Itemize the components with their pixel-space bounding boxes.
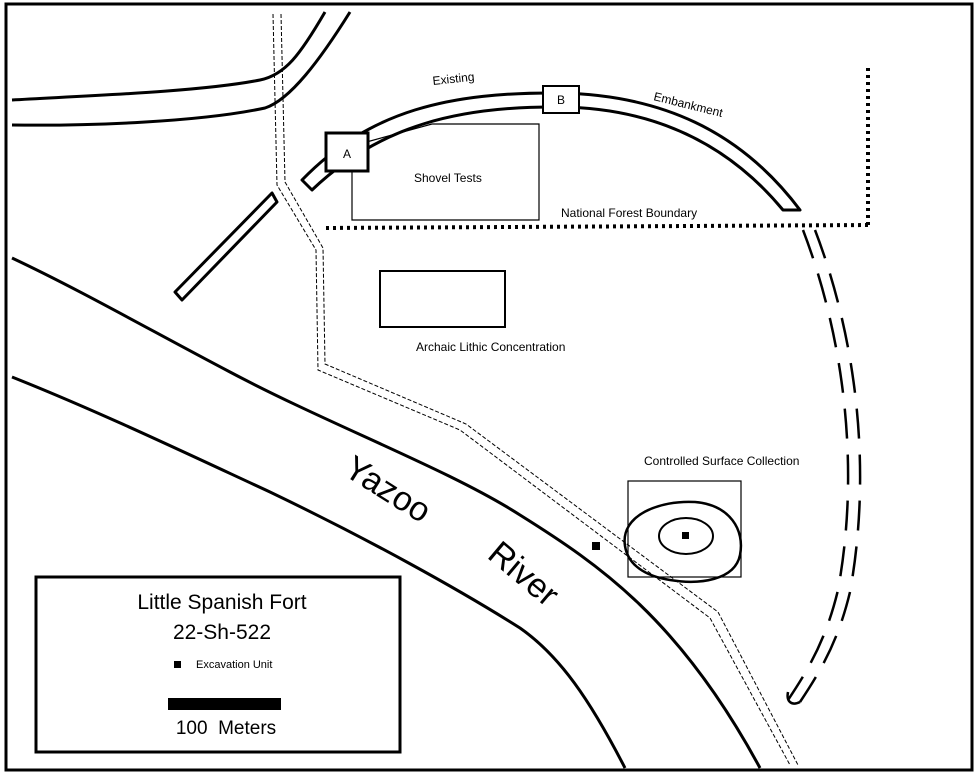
shovel-tests-area <box>351 123 540 221</box>
right-dashed-road <box>786 229 862 703</box>
marker-a: A <box>324 131 370 173</box>
diagonal-road-segment <box>173 191 279 302</box>
legend-box: Little Spanish Fort 22-Sh-522 Excavation… <box>34 575 402 754</box>
legend-excavation-unit-symbol <box>174 661 181 668</box>
yazoo-river <box>11 256 762 769</box>
label-shovel-tests: Shovel Tests <box>414 171 482 185</box>
marker-b: B <box>542 85 580 114</box>
controlled-surface-collection <box>623 480 743 583</box>
excavation-unit-marker <box>592 542 600 550</box>
legend-excavation-unit-label: Excavation Unit <box>196 659 272 671</box>
label-river-river: River <box>481 534 566 614</box>
marker-a-label: A <box>343 147 351 161</box>
road-end-hook <box>786 691 801 705</box>
marker-b-label: B <box>557 93 565 107</box>
national-forest-boundary-line <box>325 68 871 230</box>
label-controlled-surface: Controlled Surface Collection <box>644 454 799 468</box>
label-river-yazoo: Yazoo <box>338 449 438 531</box>
label-existing: Existing <box>432 70 475 88</box>
label-national-forest-boundary: National Forest Boundary <box>561 206 697 220</box>
scale-bar <box>168 698 281 710</box>
archaic-lithic-area <box>379 270 506 328</box>
existing-embankment <box>300 91 802 212</box>
map-frame <box>4 2 974 772</box>
legend-site-number: 22-Sh-522 <box>173 621 271 644</box>
upper-left-road <box>11 11 352 127</box>
dashed-trail <box>272 13 799 766</box>
legend-title: Little Spanish Fort <box>137 591 306 614</box>
label-archaic-lithic: Archaic Lithic Concentration <box>416 340 565 354</box>
scale-bar-label: 100 Meters <box>176 718 276 739</box>
